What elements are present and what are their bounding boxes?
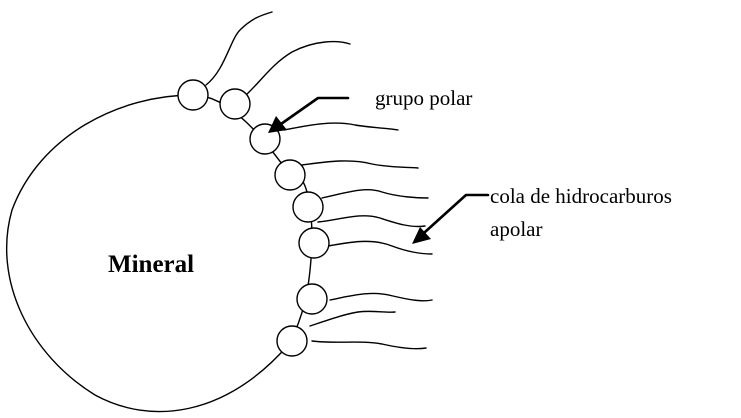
- polar-group-label: grupo polar: [375, 86, 472, 110]
- hydrocarbon-tail: [322, 190, 428, 198]
- mineral-label: Mineral: [108, 251, 194, 278]
- hydrocarbon-tail: [284, 123, 398, 130]
- hydrocarbon-tail: [246, 42, 350, 95]
- polar-head: [299, 228, 329, 258]
- polar-head: [297, 284, 327, 314]
- polar-head: [293, 192, 323, 222]
- hydrocarbon-tail: [328, 241, 432, 254]
- tail-label-line1: cola de hidrocarburos: [490, 184, 672, 208]
- hydrocarbon-tail: [330, 293, 432, 300]
- hydrocarbon-tail: [310, 311, 395, 326]
- polar-head: [178, 80, 208, 110]
- hydrocarbon-tail: [318, 216, 425, 227]
- polar-heads: [178, 80, 329, 356]
- tail-label-line2: apolar: [490, 217, 542, 241]
- polar-head: [277, 326, 307, 356]
- polar-head: [220, 89, 250, 119]
- hydrocarbon-tail: [312, 341, 426, 349]
- hydrocarbon-tail: [302, 161, 418, 168]
- polar-head: [275, 160, 305, 190]
- tail-arrow: [412, 195, 488, 244]
- hydrocarbon-tail: [206, 12, 272, 85]
- polar-group-arrow: [268, 98, 348, 133]
